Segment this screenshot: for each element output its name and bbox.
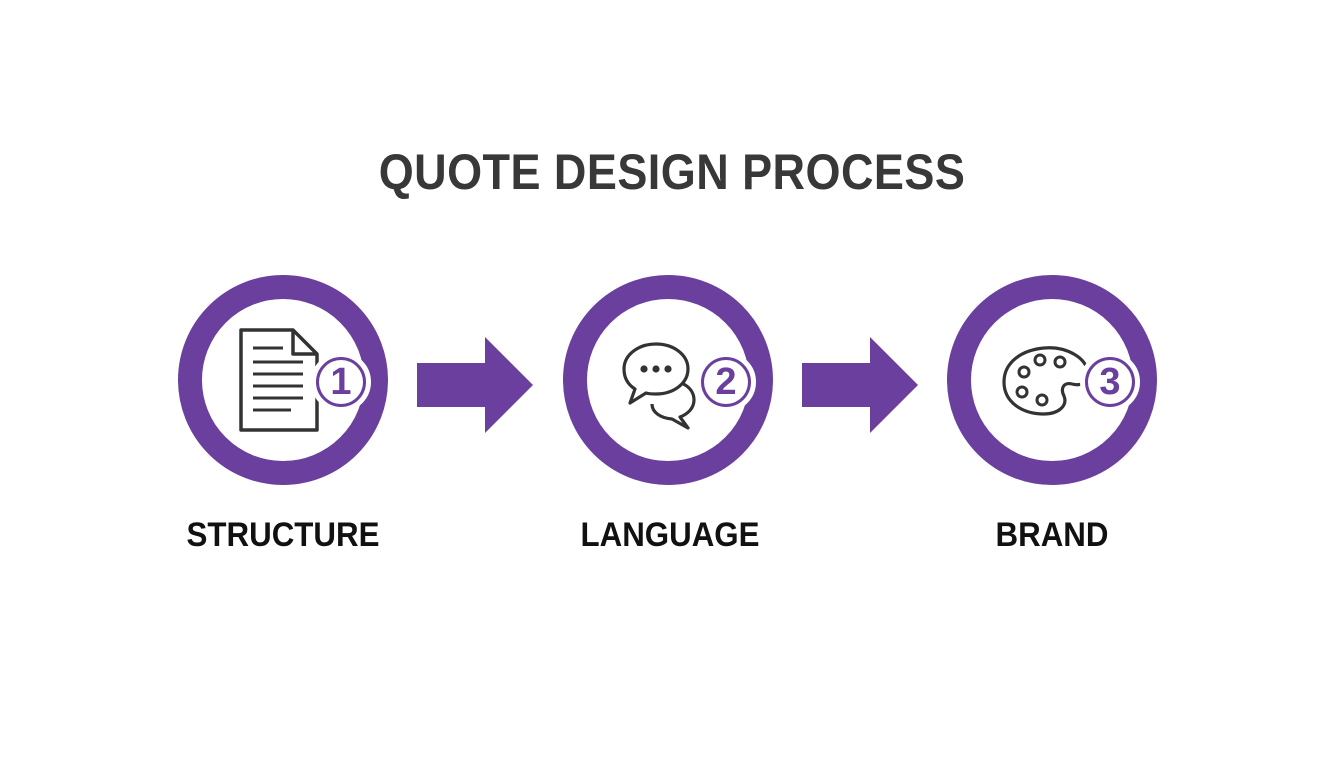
- arrow-right-icon: [802, 337, 918, 433]
- step-number: 2: [704, 360, 748, 404]
- step-language: 2: [563, 275, 773, 485]
- diagram-title: QUOTE DESIGN PROCESS: [378, 144, 966, 200]
- arrow-right-icon: [417, 337, 533, 433]
- step-label-language: LANGUAGE: [580, 516, 760, 554]
- step-number-badge: 1: [311, 352, 371, 412]
- step-number-badge: 3: [1080, 352, 1140, 412]
- speech-bubbles-icon: [622, 342, 696, 430]
- step-number: 1: [319, 360, 363, 404]
- step-brand: 3: [947, 275, 1157, 485]
- step-label-brand: BRAND: [995, 516, 1109, 554]
- step-number: 3: [1088, 360, 1132, 404]
- step-structure: 1: [178, 275, 388, 485]
- step-label-structure: STRUCTURE: [186, 516, 380, 554]
- step-number-badge: 2: [696, 352, 756, 412]
